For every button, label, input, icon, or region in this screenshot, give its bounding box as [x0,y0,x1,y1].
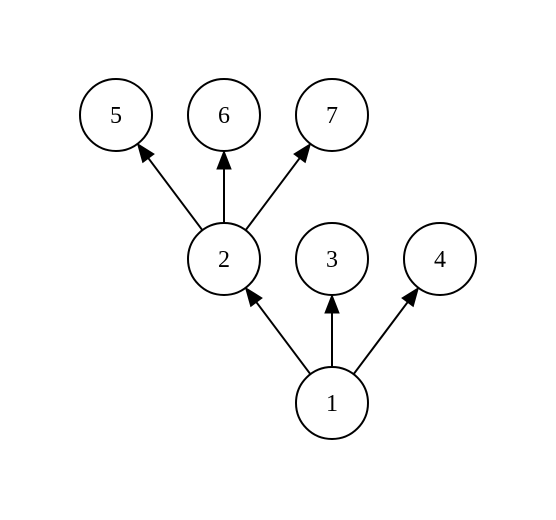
node-label: 5 [110,103,122,129]
node-label: 6 [218,103,230,129]
node-7: 7 [295,78,369,152]
arrowhead-icon [216,149,232,170]
arrowhead-icon [244,286,263,308]
node-circle [295,366,369,440]
node-label: 7 [326,103,338,129]
nodes-layer: 1 2 3 4 5 6 7 [79,78,477,440]
node-circle [403,222,477,296]
node-label: 2 [218,247,230,273]
edge-2-7 [244,157,301,231]
node-circle [187,222,261,296]
node-label: 4 [434,247,446,273]
edge-2-5 [147,157,204,231]
node-1: 1 [295,366,369,440]
node-5: 5 [79,78,153,152]
node-circle [295,78,369,152]
arrowhead-icon [401,286,420,308]
edges-layer [136,142,420,375]
edge-1-4 [352,301,409,375]
node-3: 3 [295,222,369,296]
arrowhead-icon [136,142,155,164]
node-4: 4 [403,222,477,296]
edge-1-2 [255,301,312,375]
node-circle [295,222,369,296]
node-circle [187,78,261,152]
arrowhead-icon [293,142,312,164]
node-6: 6 [187,78,261,152]
node-label: 3 [326,247,338,273]
node-label: 1 [326,391,338,417]
arrowhead-icon [324,293,340,314]
node-circle [79,78,153,152]
node-2: 2 [187,222,261,296]
